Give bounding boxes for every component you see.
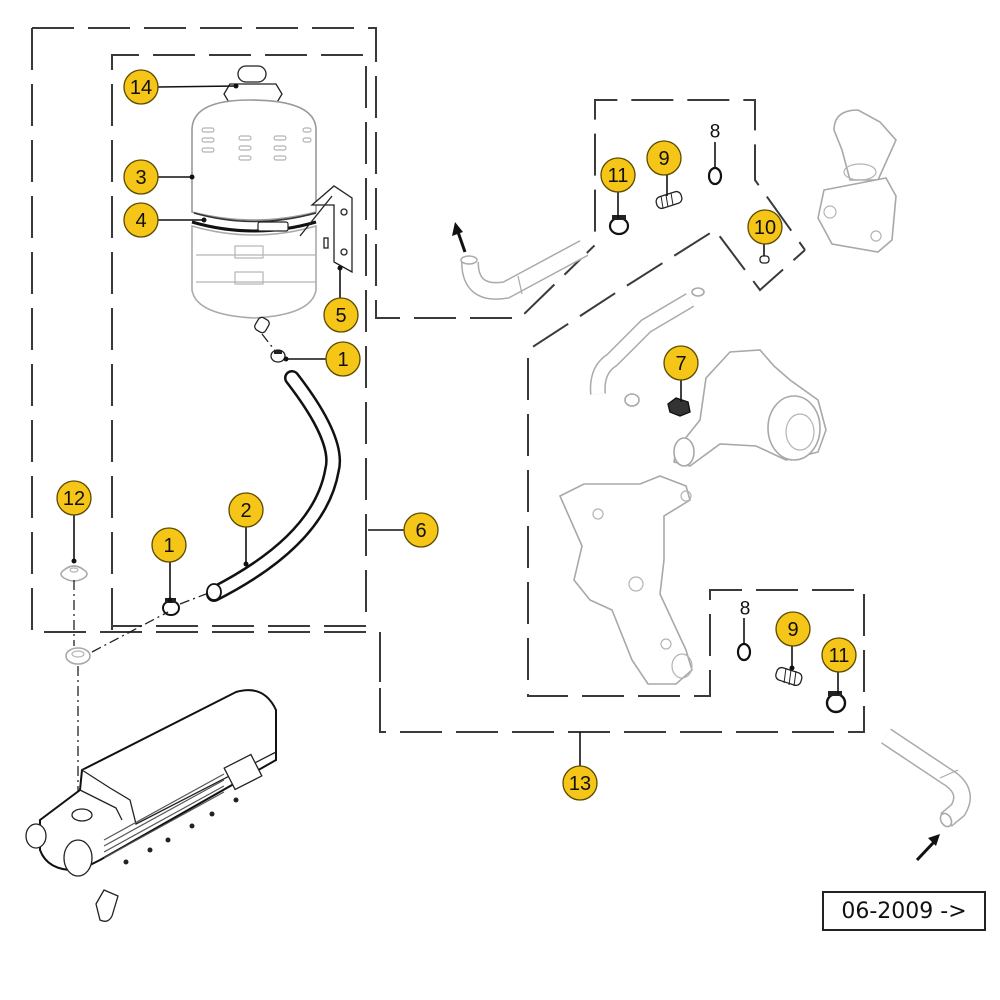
balloon-7[interactable]: 7	[663, 345, 699, 381]
balloon-circle	[123, 159, 159, 195]
heater-hose-upper	[460, 240, 589, 300]
balloon-label: 14	[130, 77, 152, 99]
balloon-circle	[56, 480, 92, 516]
balloon-6[interactable]: 6	[403, 512, 439, 548]
balloon-label: 1	[337, 349, 348, 371]
balloon-label: 7	[675, 353, 686, 375]
balloon-label: 10	[754, 217, 776, 239]
water-pump	[673, 349, 827, 467]
centerline-outlet	[261, 333, 277, 353]
balloon-label: 2	[240, 500, 251, 522]
balloon-circle	[747, 209, 783, 245]
balloon-label: 6	[415, 520, 426, 542]
plug	[759, 255, 770, 264]
balloon-12[interactable]: 12	[56, 480, 92, 516]
hose-clip-lower	[825, 691, 847, 714]
balloon-9-lower[interactable]: 9	[775, 611, 811, 647]
flow-arrow-up	[452, 222, 467, 253]
leader-lines	[71, 83, 839, 766]
kit-box-outer-6	[31, 27, 806, 633]
balloon-1-upper[interactable]: 1	[325, 341, 361, 377]
balloon-11-upper[interactable]: 11	[600, 157, 636, 193]
balloon-label: 1	[163, 535, 174, 557]
thermostat-housing	[558, 475, 693, 685]
balloon-2[interactable]: 2	[228, 492, 264, 528]
balloon-circle	[403, 512, 439, 548]
balloon-label: 11	[608, 165, 629, 187]
heater-hose-lower	[881, 728, 971, 828]
balloon-circle	[821, 637, 857, 673]
balloon-11-lower[interactable]: 11	[821, 637, 857, 673]
grommet	[60, 565, 91, 665]
kit-box-inner-tank	[111, 54, 367, 630]
bypass-hose	[589, 287, 705, 407]
hose-connector-upper	[655, 190, 683, 210]
hose-clip-upper	[608, 215, 630, 236]
heater-unit	[25, 689, 277, 922]
balloon-label: 9	[658, 148, 669, 170]
coolant-hose	[206, 370, 342, 602]
balloon-label: 12	[63, 488, 85, 510]
sealing-washer-upper	[707, 166, 723, 186]
balloon-14[interactable]: 14	[123, 69, 159, 105]
expansion-tank	[191, 65, 353, 334]
balloon-10[interactable]: 10	[747, 209, 783, 245]
balloon-circle	[123, 202, 159, 238]
balloon-circle	[562, 765, 598, 801]
balloon-circle	[228, 492, 264, 528]
balloon-label: 9	[787, 619, 798, 641]
label-8-upper[interactable]: 8	[710, 122, 721, 143]
balloon-1-lower[interactable]: 1	[151, 527, 187, 563]
balloon-label: 5	[335, 305, 346, 327]
balloon-13[interactable]: 13	[562, 765, 598, 801]
balloon-circle	[323, 297, 359, 333]
flow-arrow-in	[915, 834, 940, 862]
balloon-9-upper[interactable]: 9	[646, 140, 682, 176]
balloon-circle	[325, 341, 361, 377]
balloon-circle	[775, 611, 811, 647]
coolant-valve	[817, 109, 897, 253]
balloon-4[interactable]: 4	[123, 202, 159, 238]
balloon-label: 11	[829, 645, 850, 667]
balloon-circle	[600, 157, 636, 193]
hose-clamp-upper	[270, 349, 286, 363]
date-tag: 06-2009 ->	[822, 891, 986, 931]
bleed-nipple	[667, 397, 691, 417]
balloon-circle	[123, 69, 159, 105]
kit-box-13	[379, 228, 865, 733]
balloon-circle	[646, 140, 682, 176]
centerline-hose	[179, 593, 207, 605]
balloon-5[interactable]: 5	[323, 297, 359, 333]
balloon-circle	[151, 527, 187, 563]
hose-connector-lower	[775, 666, 803, 687]
balloon-label: 3	[135, 167, 146, 189]
sealing-washer-lower	[736, 642, 752, 662]
balloon-circle	[663, 345, 699, 381]
balloon-label: 13	[569, 773, 591, 795]
balloon-label: 4	[135, 210, 146, 232]
centerline-clamp	[91, 611, 169, 653]
balloon-3[interactable]: 3	[123, 159, 159, 195]
label-8-lower[interactable]: 8	[740, 599, 751, 620]
